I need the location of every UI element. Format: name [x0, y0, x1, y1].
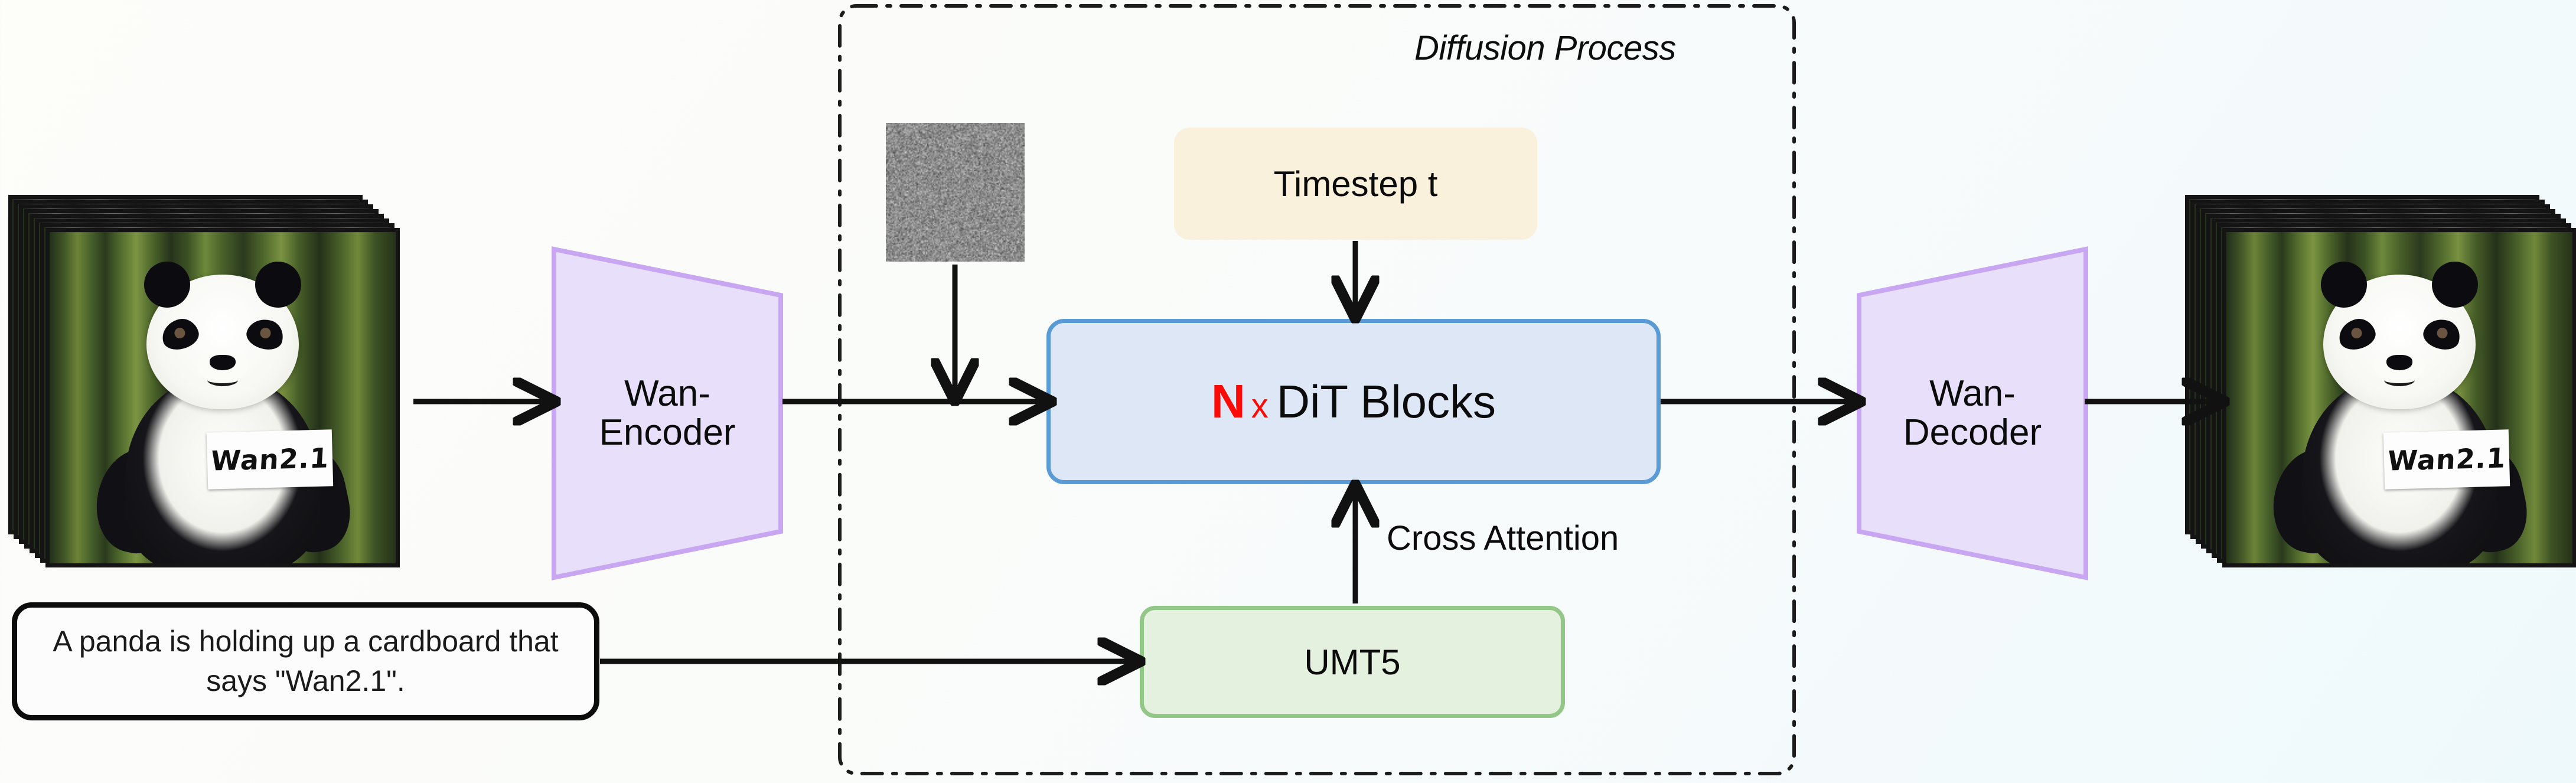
dit-blocks-text: DiT Blocks: [1277, 375, 1496, 429]
output-video-frames: Wan2.1: [2185, 195, 2575, 573]
timestep-label: Timestep t: [1274, 164, 1438, 204]
umt5-text-encoder-block[interactable]: UMT5: [1140, 606, 1565, 718]
panda-sign: Wan2.1: [2383, 429, 2510, 490]
gaussian-noise-latent: [886, 123, 1025, 262]
video-frame-front: Wan2.1: [2222, 228, 2576, 567]
text-prompt-box[interactable]: A panda is holding up a cardboard that s…: [12, 602, 599, 720]
cross-attention-label: Cross Attention: [1387, 518, 1619, 558]
timestep-block[interactable]: Timestep t: [1174, 128, 1537, 240]
wan-encoder-block[interactable]: Wan- Encoder: [549, 236, 785, 590]
wan-decoder-block[interactable]: Wan- Decoder: [1854, 236, 2091, 590]
video-frame-front: Wan2.1: [45, 228, 400, 567]
diffusion-process-label: Diffusion Process: [1414, 28, 1676, 68]
decoder-trapezoid-shape: [1854, 236, 2091, 590]
dit-count-symbol: N: [1211, 374, 1245, 429]
dit-multiply-symbol: x: [1251, 386, 1269, 426]
dit-blocks-block[interactable]: N x DiT Blocks: [1046, 319, 1661, 484]
text-prompt-value: A panda is holding up a cardboard that s…: [32, 622, 579, 701]
panda-sign-text: Wan2.1: [2386, 442, 2507, 477]
panda-sign-text: Wan2.1: [210, 442, 330, 477]
umt5-label: UMT5: [1304, 642, 1400, 683]
panda-sign: Wan2.1: [207, 429, 333, 490]
input-video-frames: Wan2.1: [8, 195, 398, 573]
dit-blocks-label: N x DiT Blocks: [1211, 374, 1496, 429]
encoder-trapezoid-shape: [549, 236, 785, 590]
